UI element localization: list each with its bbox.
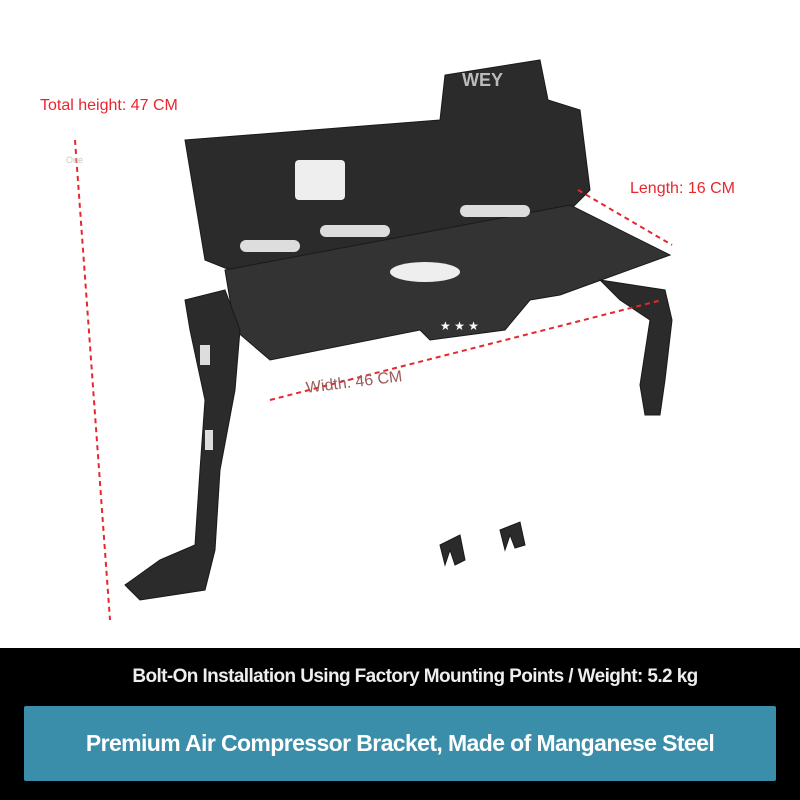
clip xyxy=(499,521,526,552)
wey-logo: WEY xyxy=(462,70,503,90)
total-height-label: Total height: 47 CM xyxy=(40,97,178,114)
watermark-text: One xyxy=(66,155,84,165)
footer-banner: Premium Air Compressor Bracket, Made of … xyxy=(24,706,776,781)
footer-title: Premium Air Compressor Bracket, Made of … xyxy=(85,730,715,756)
clip xyxy=(439,534,466,567)
height-dimension-line xyxy=(74,139,111,621)
svg-text:★ ★ ★: ★ ★ ★ xyxy=(440,319,479,333)
width-dimension-line xyxy=(269,299,663,401)
left-leg xyxy=(124,289,241,601)
footer-subtitle: Bolt-On Installation Using Factory Mount… xyxy=(132,666,698,687)
back-plate xyxy=(184,59,591,271)
length-label: Length: 16 CM xyxy=(630,180,735,197)
length-dimension-line xyxy=(577,189,673,246)
footer-band: Bolt-On Installation Using Factory Mount… xyxy=(0,648,800,800)
shelf-plate xyxy=(224,204,672,361)
bracket-product-photo: ★ ★ ★ WEY xyxy=(74,59,673,621)
right-leg xyxy=(598,279,673,416)
